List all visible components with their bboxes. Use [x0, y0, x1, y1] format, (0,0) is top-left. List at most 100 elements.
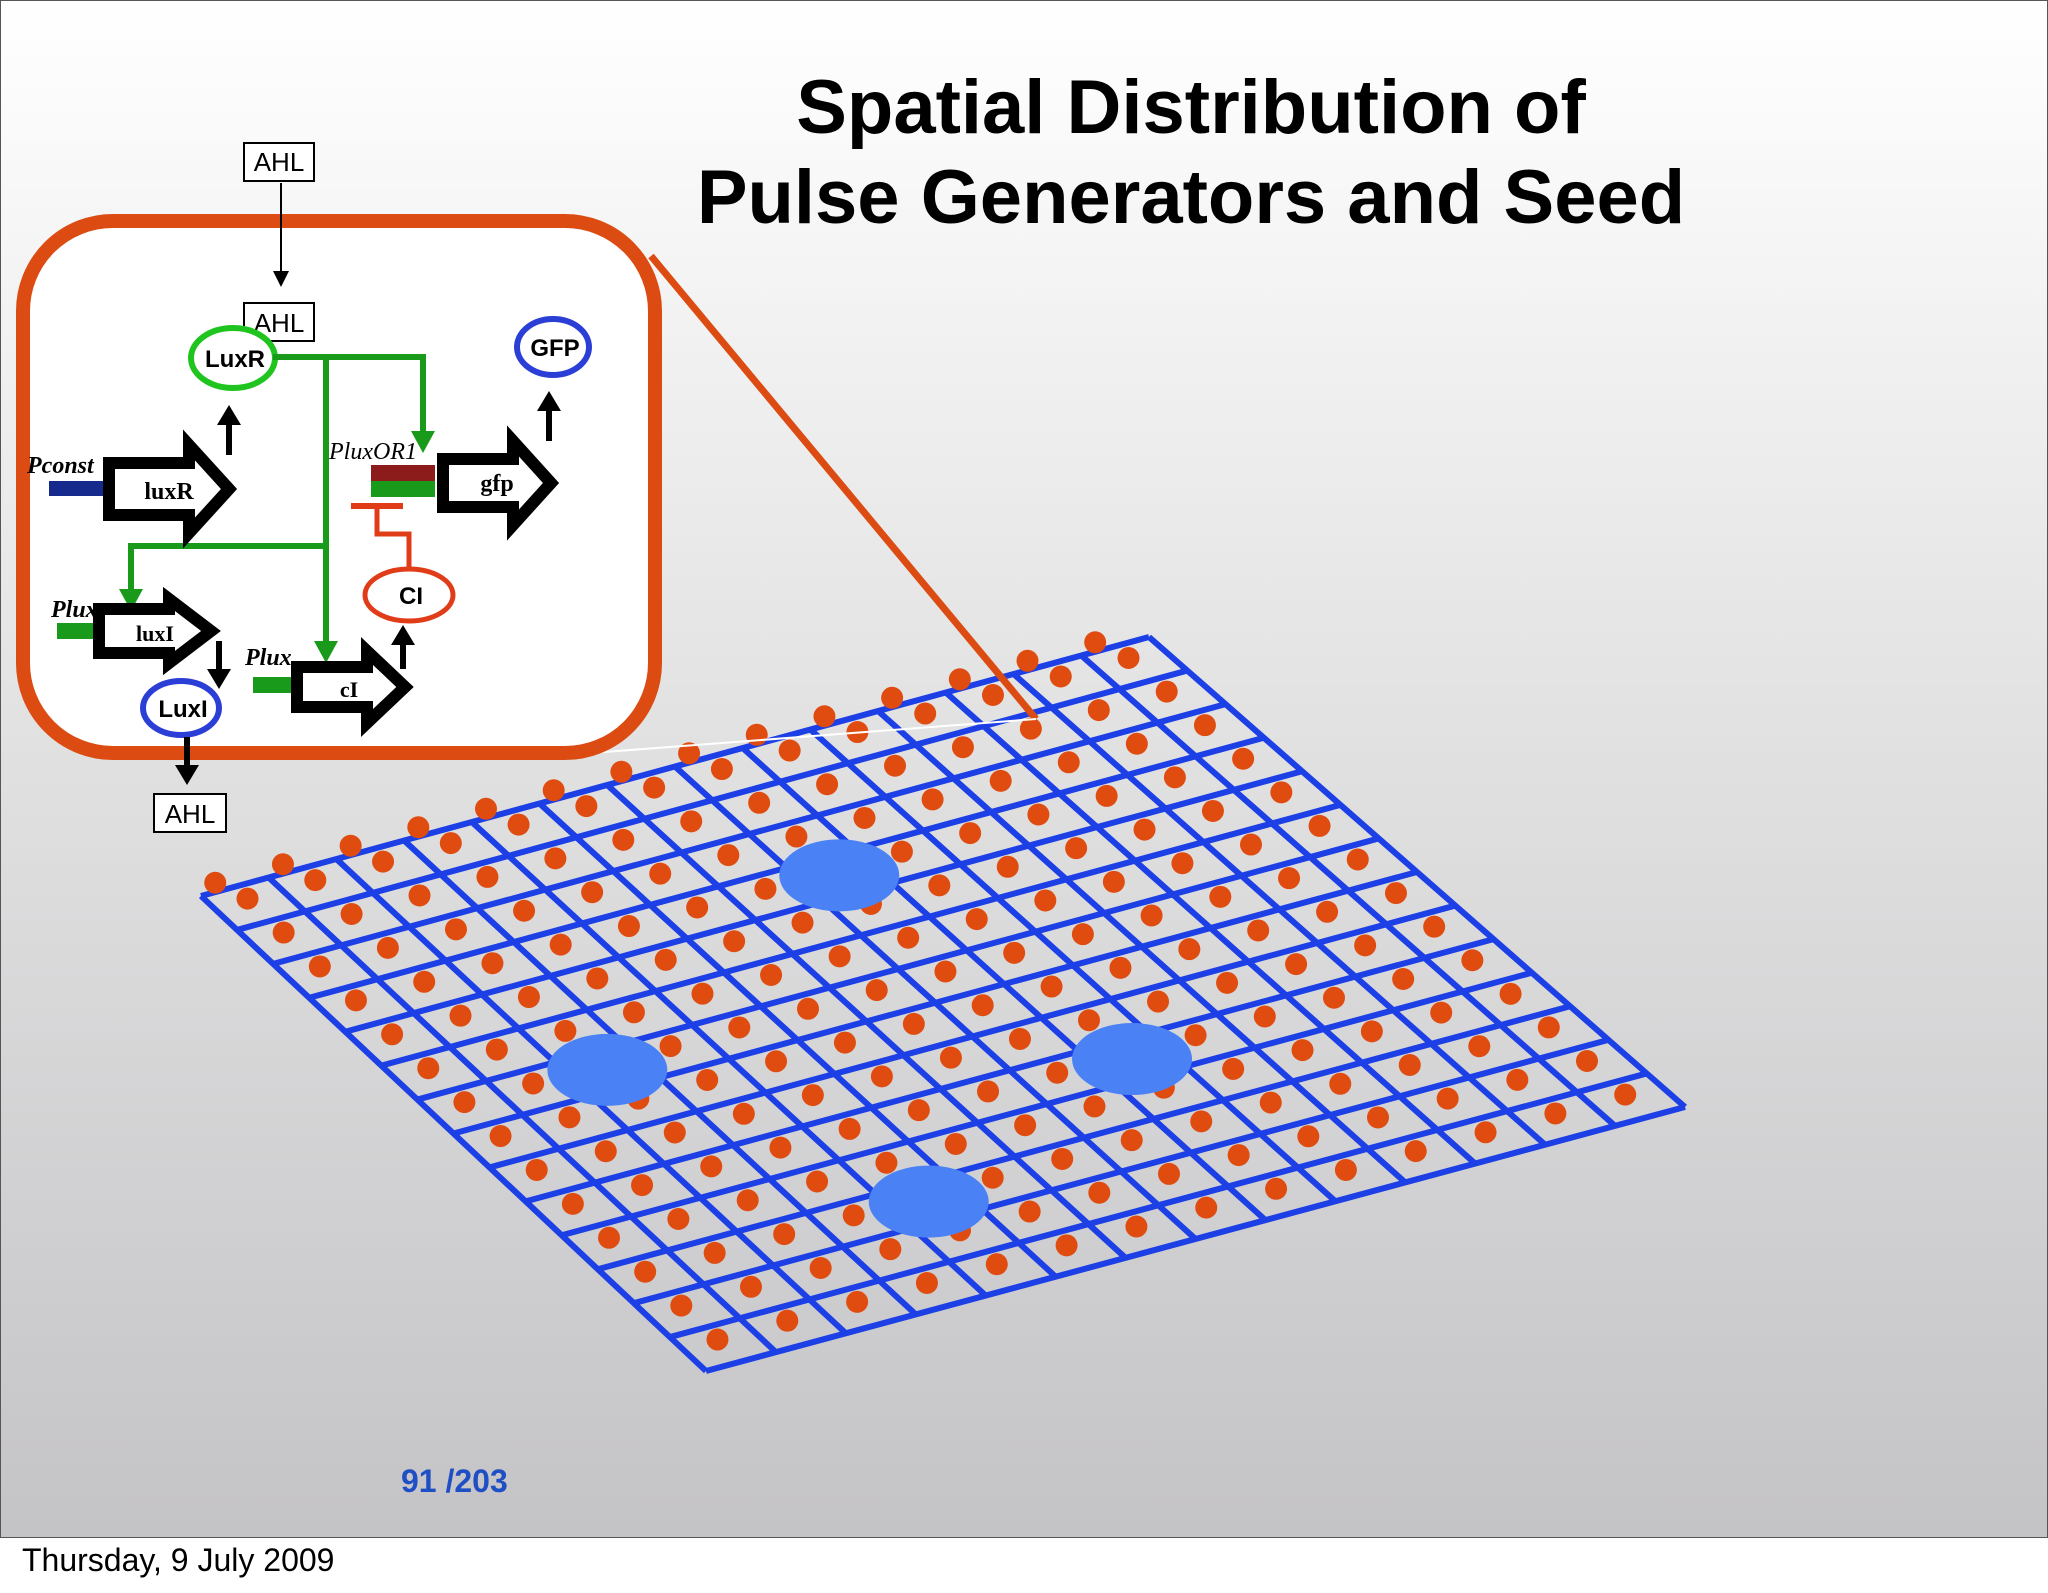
pulse-generator-cell	[1190, 1110, 1213, 1133]
pulse-generator-cell	[1147, 990, 1170, 1013]
pulse-generator-cell	[1171, 852, 1194, 875]
pulse-generator-cell	[748, 791, 771, 814]
arrow-up-icon	[217, 405, 241, 455]
pconst-promoter	[49, 481, 109, 496]
pulse-generator-cell	[1117, 647, 1140, 670]
pulse-generator-cell	[513, 899, 536, 922]
pulse-generator-cell	[1329, 1072, 1352, 1095]
pulse-generator-cell	[1360, 1020, 1383, 1043]
pulse-generator-cell	[1278, 867, 1301, 890]
pulse-generator-cell	[806, 1170, 829, 1193]
pulse-generator-cell	[1088, 1181, 1111, 1204]
pulse-generator-cell	[710, 758, 733, 781]
slide: Spatial Distribution of Pulse Generators…	[0, 0, 2048, 1538]
pulse-generator-cell	[1155, 680, 1178, 703]
gfp-protein-label: GFP	[530, 335, 579, 362]
pconst-label: Pconst	[26, 453, 95, 479]
pulse-generator-cell	[1003, 941, 1026, 964]
pulse-generator-cell	[631, 1174, 654, 1197]
page-number: 91 /203	[401, 1463, 508, 1499]
pulse-generator-cell	[1366, 1106, 1389, 1129]
pulse-generator-cell	[1354, 934, 1377, 957]
ahl-top-label: AHL	[254, 147, 305, 177]
pulse-generator-cell	[797, 997, 820, 1020]
pulse-generator-cell	[417, 1057, 440, 1080]
pulse-generator-cell	[921, 788, 944, 811]
pulse-generator-cell	[554, 1019, 577, 1042]
pulse-generator-cell	[1163, 766, 1186, 789]
pulse-generator-cell	[678, 742, 701, 765]
pulse-generator-cell	[884, 754, 907, 777]
pulse-generator-cell	[1034, 889, 1057, 912]
pulse-generator-cell	[1316, 900, 1339, 923]
pulse-generator-cell	[907, 1099, 930, 1122]
pulse-generator-cell	[517, 986, 540, 1009]
pulse-generator-cell	[413, 970, 436, 993]
pulse-generator-cell	[773, 1223, 796, 1246]
pulse-generator-cell	[1506, 1068, 1529, 1091]
pulse-generator-cell	[1227, 1144, 1250, 1167]
pulse-generator-cell	[610, 760, 633, 783]
seed-cell	[779, 839, 900, 912]
pulse-generator-cell	[1157, 1162, 1180, 1185]
pulse-generator-cell	[1468, 1035, 1491, 1058]
pulse-generator-cell	[304, 869, 327, 892]
ci-protein-ring	[362, 566, 456, 624]
pulse-generator-cell	[1499, 982, 1522, 1005]
pluxor1-label: PluxOR1	[328, 439, 417, 465]
pulse-generator-cell	[1193, 714, 1216, 737]
pulse-generator-cell	[791, 911, 814, 934]
seed-cell	[1072, 1023, 1193, 1096]
pulse-generator-cell	[728, 1016, 751, 1039]
slide-title: Spatial Distribution of Pulse Generators…	[601, 63, 1781, 243]
gfp-gene-label: gfp	[480, 471, 513, 497]
pulse-generator-cell	[1125, 1215, 1148, 1238]
title-line-2: Pulse Generators and Seed	[696, 155, 1686, 240]
pulse-generator-cell	[853, 806, 876, 829]
luxi-protein-ring	[140, 678, 222, 738]
pulse-generator-cell	[870, 1065, 893, 1088]
pulse-generator-cell	[1087, 699, 1110, 722]
seed-cells	[547, 839, 1193, 1238]
pulse-generator-cell	[271, 853, 294, 876]
plux-promoter-2	[253, 677, 295, 693]
pulse-generator-cell	[717, 844, 740, 867]
pulse-generator-cell	[439, 832, 462, 855]
pulse-generator-cell	[703, 1241, 726, 1264]
pulse-generator-cell	[1247, 919, 1270, 942]
pulse-generator-cell	[981, 684, 1004, 707]
pulse-generator-cell	[686, 896, 709, 919]
pulse-generator-cell	[928, 874, 951, 897]
pulse-generator-cell	[1436, 1087, 1459, 1110]
pulse-generator-cell	[453, 1091, 476, 1114]
pulse-generator-cell	[643, 776, 666, 799]
pulse-generator-cell	[977, 1080, 1000, 1103]
pulse-generator-cell	[1040, 975, 1063, 998]
pulse-generator-cell	[838, 1117, 861, 1140]
pulse-generator-cell	[1285, 953, 1308, 976]
grid-line-row	[669, 1070, 1648, 1340]
luxr-activation-network	[128, 354, 426, 649]
pulse-generator-cell	[659, 1035, 682, 1058]
pulse-generator-cell	[617, 915, 640, 938]
pulse-generator-cell	[981, 1166, 1004, 1189]
pulse-generator-cell	[376, 936, 399, 959]
zoom-connector	[590, 253, 1039, 754]
pulse-generator-cell	[846, 1290, 869, 1313]
pulse-generator-cell	[522, 1072, 545, 1095]
pulse-generator-cell	[765, 1050, 788, 1073]
pulse-generator-cell	[670, 1294, 693, 1317]
pulse-generator-cell	[444, 918, 467, 941]
luxr-protein-label: LuxR	[205, 346, 265, 373]
pulse-generator-cell	[1222, 1057, 1245, 1080]
pulse-generator-cell	[739, 1275, 762, 1298]
pulse-generator-cell	[985, 1253, 1008, 1276]
pulse-generator-cell	[1201, 799, 1224, 822]
pulse-generator-cell	[1084, 631, 1107, 654]
pulse-generator-cell	[816, 773, 839, 796]
pulse-generator-cell	[544, 847, 567, 870]
zoom-connector-line	[648, 253, 1039, 722]
pulse-generator-cell	[1253, 1005, 1276, 1028]
pulse-generator-cell	[1014, 1114, 1037, 1137]
pulse-generator-cell	[951, 736, 974, 759]
